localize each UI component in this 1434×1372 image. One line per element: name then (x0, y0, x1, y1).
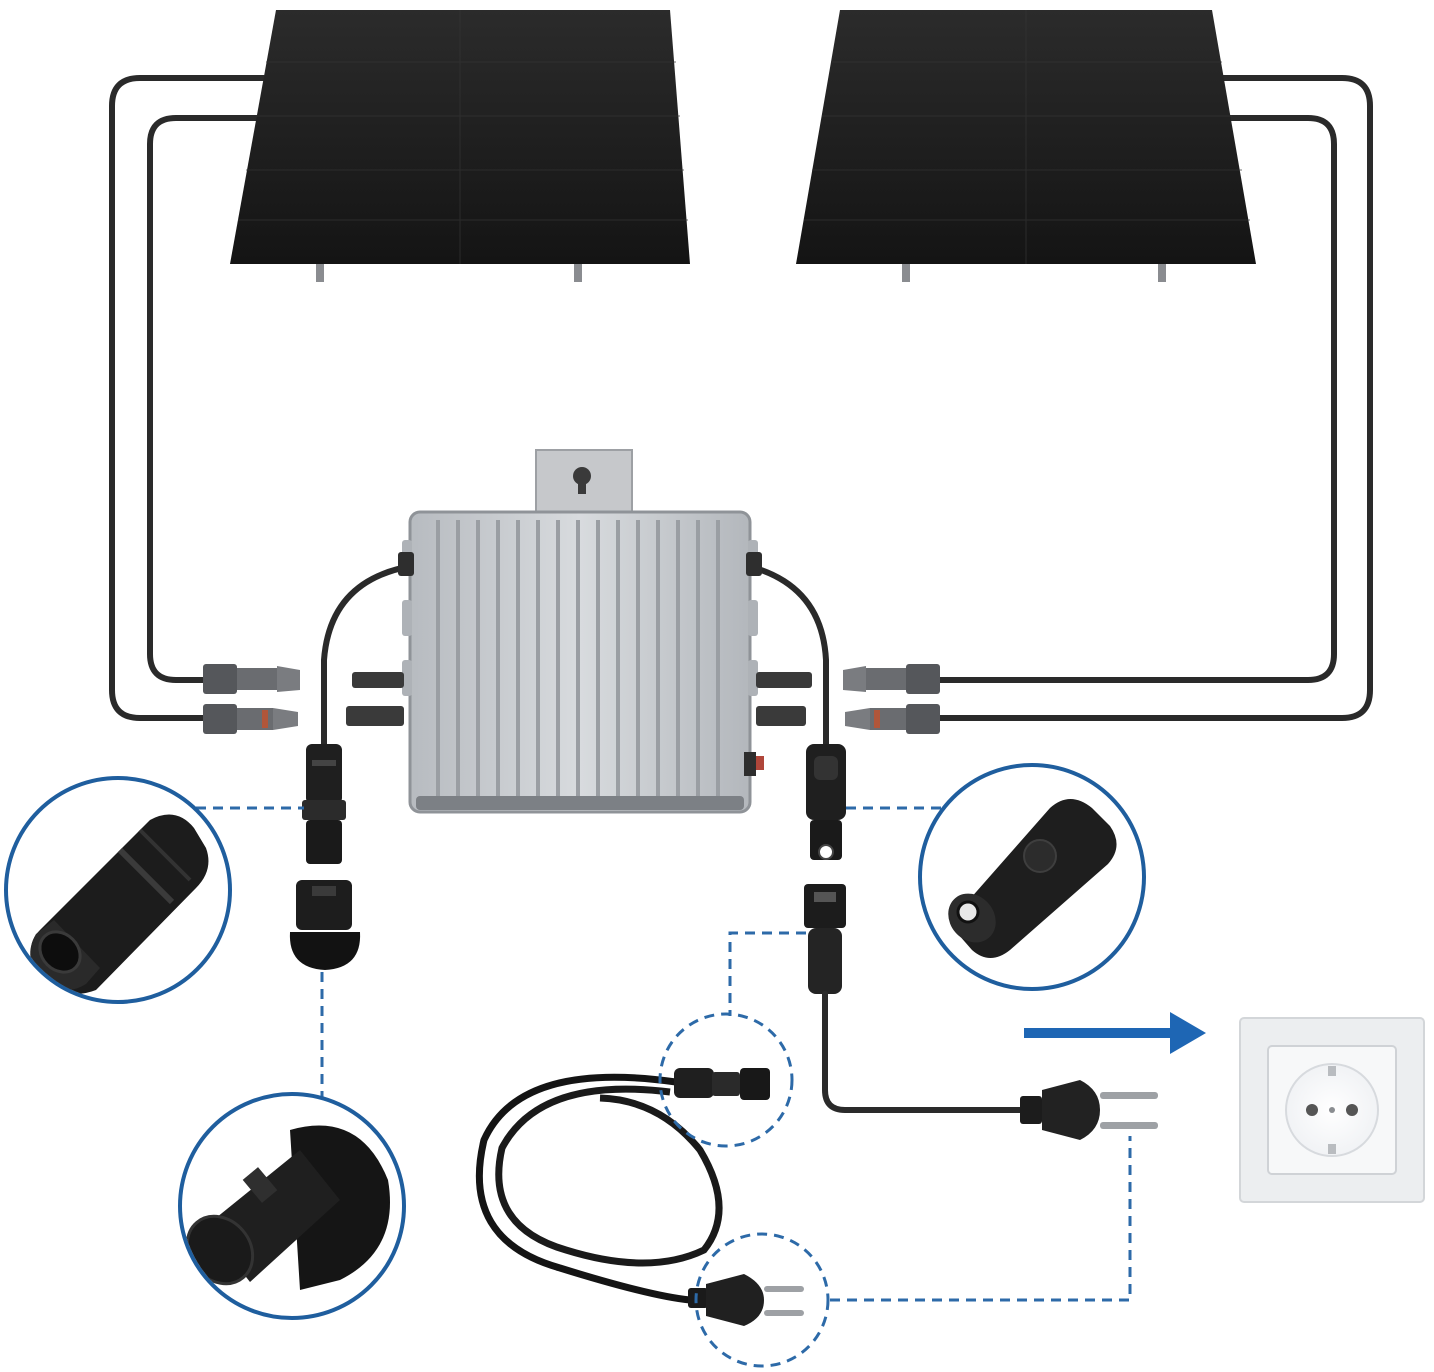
ac-connector-female-top (806, 744, 846, 860)
solar-panel-icon (230, 10, 690, 282)
zoom-female-connector (918, 763, 1146, 991)
micro-inverter (346, 449, 812, 814)
wall-socket-icon (1239, 1017, 1425, 1203)
ac-connector-icon (30, 814, 209, 994)
ac-connector-female (804, 884, 846, 994)
dc-cables-right (932, 75, 1373, 721)
zoom-male-connector (4, 776, 232, 1004)
solar-panel-icon (796, 10, 1256, 282)
mc4-connectors-right (843, 664, 940, 734)
wall-socket (1239, 1017, 1425, 1203)
end-cap-icon (289, 880, 361, 970)
ac-end-cap (289, 880, 361, 970)
schuko-plug-output (1020, 1080, 1158, 1140)
callout-lines (196, 806, 1132, 1302)
ac-connector-icon (948, 799, 1117, 958)
ac-output-cable (822, 991, 1027, 1113)
ac-cables (321, 563, 829, 751)
ac-connector-icon (302, 744, 346, 864)
solar-panel-left (230, 10, 690, 282)
ac-connector-icon (804, 884, 846, 994)
ac-connector-icon (806, 744, 846, 860)
mc4-connector-icon (843, 664, 940, 694)
mc4-connector-icon (203, 704, 298, 734)
schuko-cable (475, 1068, 804, 1326)
inverter-icon (346, 449, 812, 814)
mc4-connectors-left (203, 664, 300, 734)
dc-cables-left (109, 75, 267, 721)
schuko-plug-icon (1020, 1080, 1158, 1140)
ac-connector-male (302, 744, 346, 864)
end-cap-icon (185, 1125, 390, 1290)
solar-panel-right (796, 10, 1256, 282)
zoom-end-cap (178, 1092, 406, 1320)
schuko-cable-icon (475, 1068, 804, 1326)
arrow-right-icon (1024, 1012, 1206, 1054)
dashed-highlights (658, 1012, 830, 1368)
mc4-connector-icon (845, 704, 940, 734)
mc4-connector-icon (203, 664, 300, 694)
